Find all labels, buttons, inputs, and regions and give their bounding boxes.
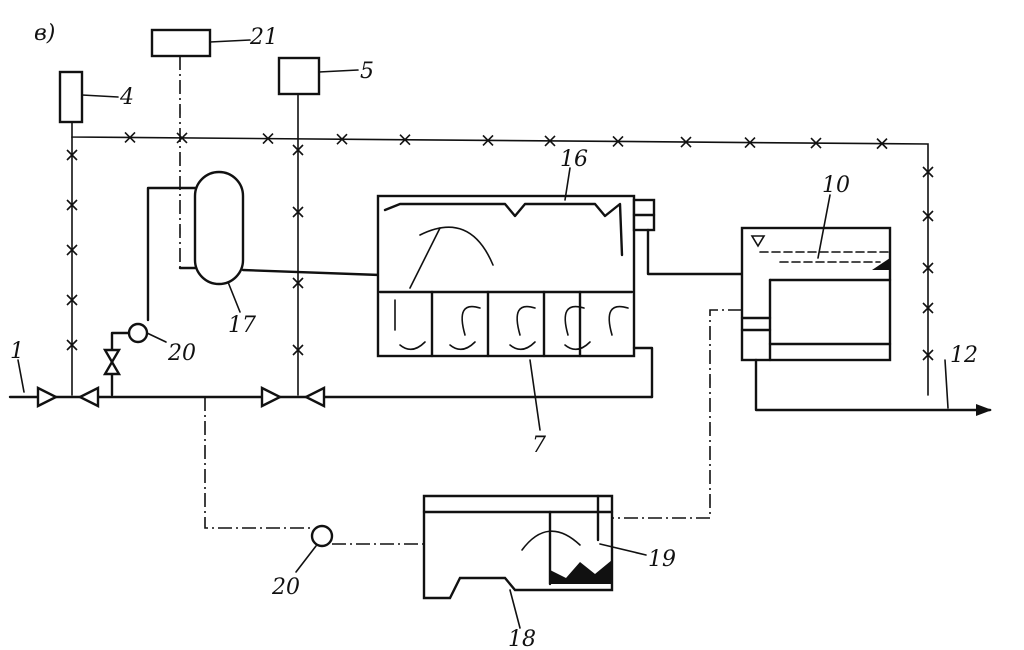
pump-20-lower-leader: [295, 545, 317, 573]
vessel-17-label: 17: [228, 313, 256, 338]
sludge-line: [612, 309, 742, 519]
unit-21-box: [150, 28, 212, 58]
unit-4-box: [58, 70, 84, 124]
unit-18-leader: [509, 589, 521, 629]
pump-20-upper-leader: [146, 332, 167, 343]
pump-20-lower: [310, 524, 334, 548]
vessel-17: [193, 170, 245, 286]
x-marker: [744, 136, 756, 149]
valve-icon-lower: [102, 359, 122, 376]
pump-20-lower-label: 20: [271, 575, 300, 600]
x-marker: [544, 135, 556, 147]
tank-7-leader: [529, 359, 541, 431]
signal-line-markers: [66, 131, 934, 361]
unit-16-leader: [564, 167, 571, 201]
valve-mid-a: [260, 386, 283, 408]
x-marker: [66, 199, 78, 211]
inlet-leader: [17, 359, 25, 393]
vessel-17-to-tank-line: [241, 268, 382, 277]
unit-5-label: 5: [360, 59, 374, 84]
x-marker: [922, 166, 934, 178]
inlet-label: 1: [10, 339, 24, 364]
tank-return-line: [632, 346, 654, 399]
unit-16-label: 16: [560, 147, 588, 172]
valve-left-a: [36, 386, 59, 408]
tank-to-separator-line: [646, 228, 744, 276]
unit-4-label: 4: [119, 85, 134, 110]
tank-7-label: 7: [532, 433, 546, 458]
outlet-label: 12: [950, 343, 978, 368]
x-marker: [612, 135, 624, 148]
valve-left-b: [77, 386, 100, 408]
x-marker: [292, 206, 304, 218]
separator-10-leader: [817, 194, 831, 259]
x-marker: [399, 134, 411, 146]
x-marker: [124, 131, 136, 144]
x-marker: [336, 133, 348, 145]
x-marker: [66, 244, 78, 256]
pump-20-to-vessel-line: [146, 186, 197, 322]
recycle-line-left: [204, 397, 312, 529]
x-marker: [922, 302, 934, 314]
unit-18-label: 18: [508, 627, 536, 650]
pump-20-upper-label: 20: [167, 341, 196, 366]
x-marker: [66, 149, 78, 161]
x-marker: [876, 138, 888, 150]
sediment-19-label: 19: [648, 547, 676, 572]
outlet-line: [754, 358, 992, 412]
x-marker: [66, 294, 78, 306]
unit-5-leader: [318, 69, 359, 73]
vessel-17-leader: [227, 281, 241, 313]
x-marker: [292, 344, 304, 356]
x-marker: [292, 277, 304, 289]
outlet-arrow-icon: [976, 404, 992, 416]
separator-10: [740, 226, 892, 362]
signal-line-top: [71, 56, 929, 396]
tank-7: [376, 194, 656, 358]
pump-20-upper: [127, 322, 149, 344]
unit-21-leader: [209, 39, 251, 43]
figure-label: в): [34, 21, 55, 46]
unit-21-label: 21: [249, 25, 278, 50]
x-marker: [66, 339, 78, 351]
x-marker: [922, 210, 934, 222]
sediment-19-leader: [599, 543, 647, 556]
x-marker: [922, 349, 934, 361]
valve-mid-b: [303, 386, 326, 408]
x-marker: [680, 136, 692, 148]
x-marker: [176, 132, 188, 144]
x-marker: [810, 137, 822, 149]
x-marker: [262, 133, 274, 145]
x-marker: [922, 262, 934, 274]
unit-4-leader: [81, 94, 119, 98]
separator-10-label: 10: [822, 173, 850, 198]
outlet-leader: [944, 359, 949, 409]
x-marker: [292, 144, 304, 156]
unit-5-box: [277, 56, 321, 96]
valve-icon: [102, 348, 122, 365]
x-marker: [482, 134, 494, 146]
unit-18: [422, 494, 614, 600]
